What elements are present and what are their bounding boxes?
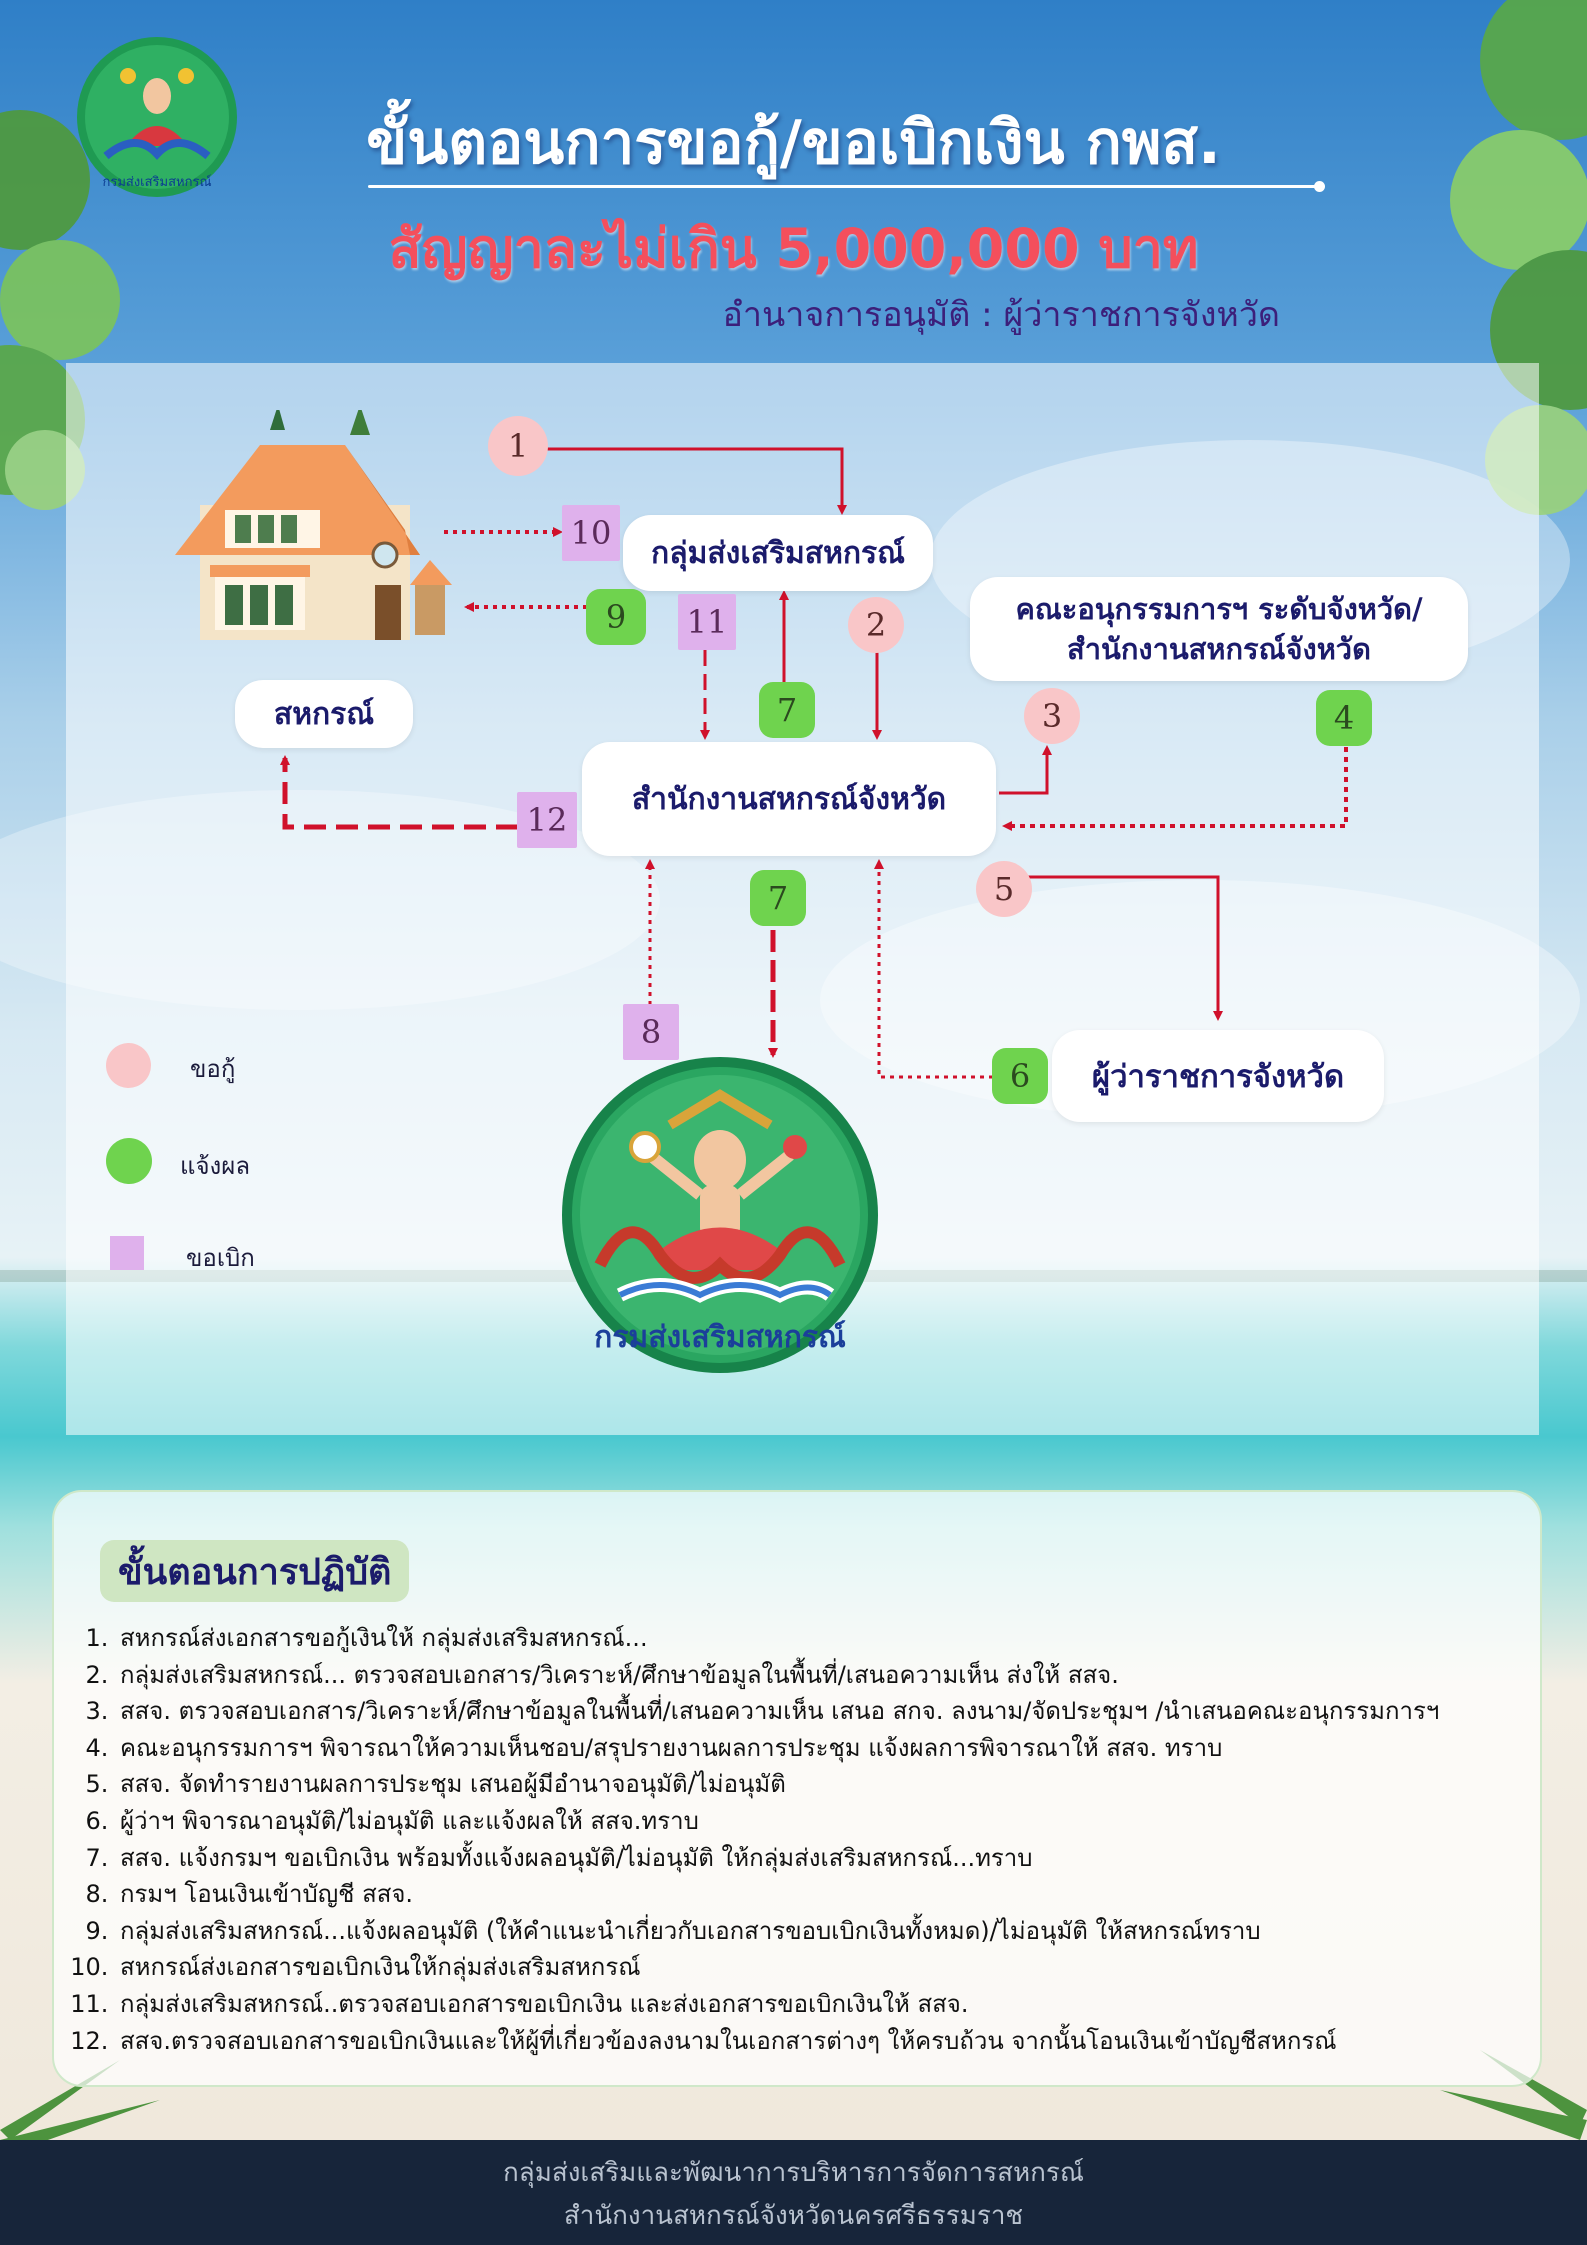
legend-swatch-loan — [106, 1043, 151, 1088]
arrow-1 — [545, 447, 847, 515]
footer-line-1: กลุ่มส่งเสริมและพัฒนาการบริหารการจัดการส… — [503, 2158, 1084, 2188]
step-badge-1: 1 — [488, 416, 548, 476]
approval-authority: อำนาจการอนุมัติ : ผู้ว่าราชการจังหวัด — [722, 295, 1280, 335]
leaves-top-left — [0, 110, 120, 510]
procedure-step-2: กลุ่มส่งเสริมสหกรณ์... ตรวจสอบเอกสาร/วิเ… — [116, 1657, 1556, 1694]
flow-arrows — [280, 447, 1348, 1079]
title-underline-dot — [1314, 181, 1325, 192]
step-badge-12: 12 — [517, 792, 577, 848]
node-governor: ผู้ว่าราชการจังหวัด — [1052, 1030, 1384, 1122]
department-logo-large: กรมส่งเสริมสหกรณ์ — [562, 1057, 878, 1373]
procedure-step-9: กลุ่มส่งเสริมสหกรณ์...แจ้งผลอนุมัติ (ให้… — [116, 1913, 1556, 1950]
procedure-step-12: สสจ.ตรวจสอบเอกสารขอเบิกเงินและให้ผู้ที่เ… — [116, 2023, 1556, 2060]
step-badge-11: 11 — [678, 594, 736, 650]
step-badge-3: 3 — [1024, 688, 1080, 744]
step-badge-9: 9 — [586, 589, 646, 645]
legend-label-loan: ขอกู้ — [190, 1055, 236, 1083]
node-committee-line2: สำนักงานสหกรณ์จังหวัด — [1067, 632, 1371, 666]
procedure-step-7: สสจ. แจ้งกรมฯ ขอเบิกเงิน พร้อมทั้งแจ้งผล… — [116, 1840, 1556, 1877]
procedure-title: ขั้นตอนการปฏิบัติ — [100, 1540, 410, 1602]
procedure-step-10: สหกรณ์ส่งเอกสารขอเบิกเงินให้กลุ่มส่งเสริ… — [116, 1949, 1556, 1986]
node-provincial-office: สำนักงานสหกรณ์จังหวัด — [582, 742, 996, 856]
footer-line-2: สำนักงานสหกรณ์จังหวัดนครศรีธรรมราช — [563, 2201, 1024, 2231]
legend-label-result: แจ้งผล — [180, 1152, 251, 1180]
step-badge-2: 2 — [848, 597, 904, 653]
procedure-step-5: สสจ. จัดทำรายงานผลการประชุม เสนอผู้มีอำน… — [116, 1766, 1556, 1803]
procedure-steps: สหกรณ์ส่งเอกสารขอกู้เงินให้ กลุ่มส่งเสริ… — [80, 1620, 1556, 2059]
arrow-12 — [280, 755, 518, 830]
step-badge-7-upper: 7 — [759, 682, 815, 738]
title-underline — [368, 185, 1318, 188]
procedure-step-4: คณะอนุกรรมการฯ พิจารณาให้ความเห็นชอบ/สรุ… — [116, 1730, 1556, 1767]
procedure-step-3: สสจ. ตรวจสอบเอกสาร/วิเคราะห์/ศึกษาข้อมูล… — [116, 1693, 1556, 1730]
legend-swatch-withdraw — [110, 1236, 144, 1270]
procedure-step-6: ผู้ว่าฯ พิจารณาอนุมัติ/ไม่อนุมัติ และแจ้… — [116, 1803, 1556, 1840]
page-subtitle: สัญญาละไม่เกิน 5,000,000 บาท — [388, 217, 1199, 280]
leaves-top-right — [1450, 0, 1587, 515]
page-title: ขั้นตอนการขอกู้/ขอเบิกเงิน กพส. — [366, 108, 1221, 178]
node-promotion-group: กลุ่มส่งเสริมสหกรณ์ — [623, 515, 933, 591]
step-badge-5: 5 — [976, 861, 1032, 917]
cooperative-house-illustration — [175, 410, 452, 640]
arrow-5 — [1005, 875, 1223, 1021]
step-badge-4: 4 — [1316, 690, 1372, 746]
procedure-step-1: สหกรณ์ส่งเอกสารขอกู้เงินให้ กลุ่มส่งเสริ… — [116, 1620, 1556, 1657]
node-cooperative: สหกรณ์ — [235, 680, 413, 748]
legend-swatch-result — [106, 1138, 152, 1184]
procedure-step-11: กลุ่มส่งเสริมสหกรณ์..ตรวจสอบเอกสารขอเบิก… — [116, 1986, 1556, 2023]
step-badge-7-lower: 7 — [750, 870, 806, 926]
arrow-4 — [1002, 747, 1348, 831]
department-logo-small: กรมส่งเสริมสหกรณ์ — [77, 37, 237, 197]
node-committee-line1: คณะอนุกรรมการฯ ระดับจังหวัด/ — [1015, 592, 1423, 626]
legend-label-withdraw: ขอเบิก — [186, 1244, 255, 1272]
node-committee: คณะอนุกรรมการฯ ระดับจังหวัด/ สำนักงานสหก… — [970, 577, 1468, 681]
procedure-step-8: กรมฯ โอนเงินเข้าบัญชี สสจ. — [116, 1876, 1556, 1913]
step-badge-8: 8 — [623, 1004, 679, 1060]
arrow-6 — [874, 859, 993, 1079]
step-badge-6: 6 — [992, 1048, 1048, 1104]
logo-large-text: กรมส่งเสริมสหกรณ์ — [594, 1320, 846, 1355]
step-badge-10: 10 — [562, 505, 620, 561]
footer-bar — [0, 2140, 1587, 2245]
arrow-3 — [999, 745, 1052, 795]
logo-small-text: กรมส่งเสริมสหกรณ์ — [102, 174, 211, 190]
